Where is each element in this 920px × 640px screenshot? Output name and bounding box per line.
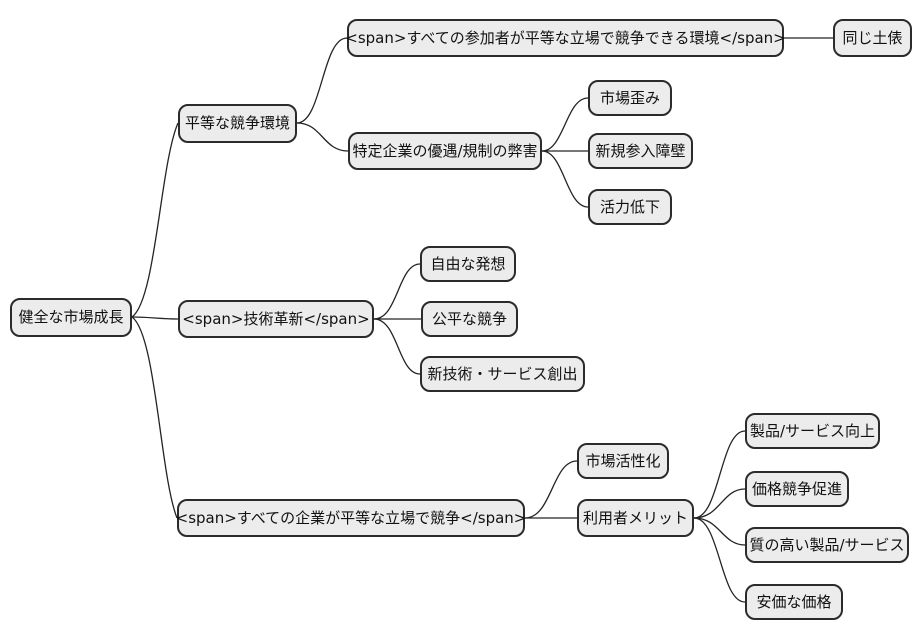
edge-favoritism-distortion	[541, 97, 589, 152]
node-new-tech-service-creation: 新技術・サービス創出	[420, 356, 585, 392]
node-fair-competition: 公平な競争	[421, 301, 518, 337]
edge-equal-competition-favoritism	[296, 122, 349, 152]
node-all-participants-equal-footing: <span>すべての参加者が平等な立場で競争できる環境</span>	[345, 19, 786, 57]
node-low-prices: 安価な価格	[745, 584, 843, 620]
edge-root-tech-innovation	[131, 316, 179, 320]
node-high-quality-products: 質の高い製品/サービス	[745, 527, 909, 563]
node-free-thinking: 自由な発想	[420, 246, 516, 282]
node-root-healthy-market-growth: 健全な市場成長	[10, 298, 132, 337]
edge-user-benefit-low-price	[693, 517, 746, 603]
node-all-companies-equal-competition: <span>すべての企業が平等な立場で競争</span>	[176, 499, 526, 537]
edge-user-benefit-quality	[693, 517, 746, 546]
edge-user-benefit-product	[693, 430, 746, 519]
node-market-activation: 市場活性化	[577, 443, 669, 479]
edge-all-companies-activation	[524, 460, 578, 519]
node-tech-innovation: <span>技術革新</span>	[178, 300, 374, 338]
edge-root-equal-competition	[131, 122, 179, 318]
node-user-benefits: 利用者メリット	[577, 499, 694, 537]
edge-root-all-companies	[131, 316, 178, 519]
node-market-distortion: 市場歪み	[588, 80, 672, 116]
edge-equal-competition-environment	[296, 37, 348, 124]
edge-favoritism-vitality	[541, 150, 589, 208]
node-vitality-decline: 活力低下	[588, 189, 672, 225]
node-product-service-improvement: 製品/サービス向上	[745, 413, 880, 449]
edge-user-benefit-price-competition	[693, 488, 746, 519]
node-same-playing-field: 同じ土俵	[833, 19, 912, 57]
edge-tech-new-service	[373, 318, 421, 375]
node-entry-barrier: 新規参入障壁	[588, 133, 693, 169]
node-favoritism-regulation-harm: 特定企業の優遇/規制の弊害	[348, 132, 542, 170]
node-price-competition-promotion: 価格競争促進	[745, 471, 849, 507]
edge-tech-free-thinking	[373, 263, 421, 320]
node-equal-competition-environment: 平等な競争環境	[178, 104, 297, 143]
